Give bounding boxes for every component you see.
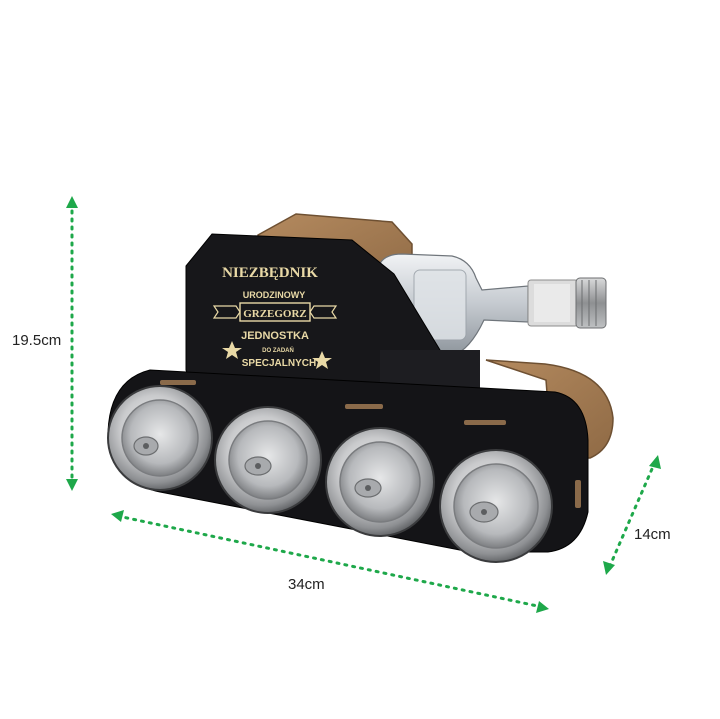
engraving-title: NIEZBĘDNIK [222,265,318,281]
width-label: 34cm [288,576,325,593]
engraving: NIEZBĘDNIK URODZINOWY GRZEGORZ JEDNOSTKA… [212,265,338,369]
beer-can [325,427,435,537]
engraving-line2: URODZINOWY [243,290,306,300]
star-right-icon [312,351,332,369]
height-dimension: 19.5cm [12,196,78,491]
tank-stand: NIEZBĘDNIK URODZINOWY GRZEGORZ JEDNOSTKA… [107,213,614,563]
star-left-icon [222,341,242,359]
depth-label: 14cm [634,526,671,543]
width-dimension: 34cm [111,510,549,613]
engraving-name: GRZEGORZ [243,308,307,320]
engraving-line5: DO ZADAŃ [262,346,294,354]
engraving-line4: JEDNOSTKA [241,330,309,342]
beer-can [439,449,553,563]
engraving-line6: SPECJALNYCH [242,358,316,369]
height-label: 19.5cm [12,332,61,349]
beer-can [107,385,213,491]
beer-can [214,406,322,514]
depth-dimension: 14cm [603,455,671,575]
